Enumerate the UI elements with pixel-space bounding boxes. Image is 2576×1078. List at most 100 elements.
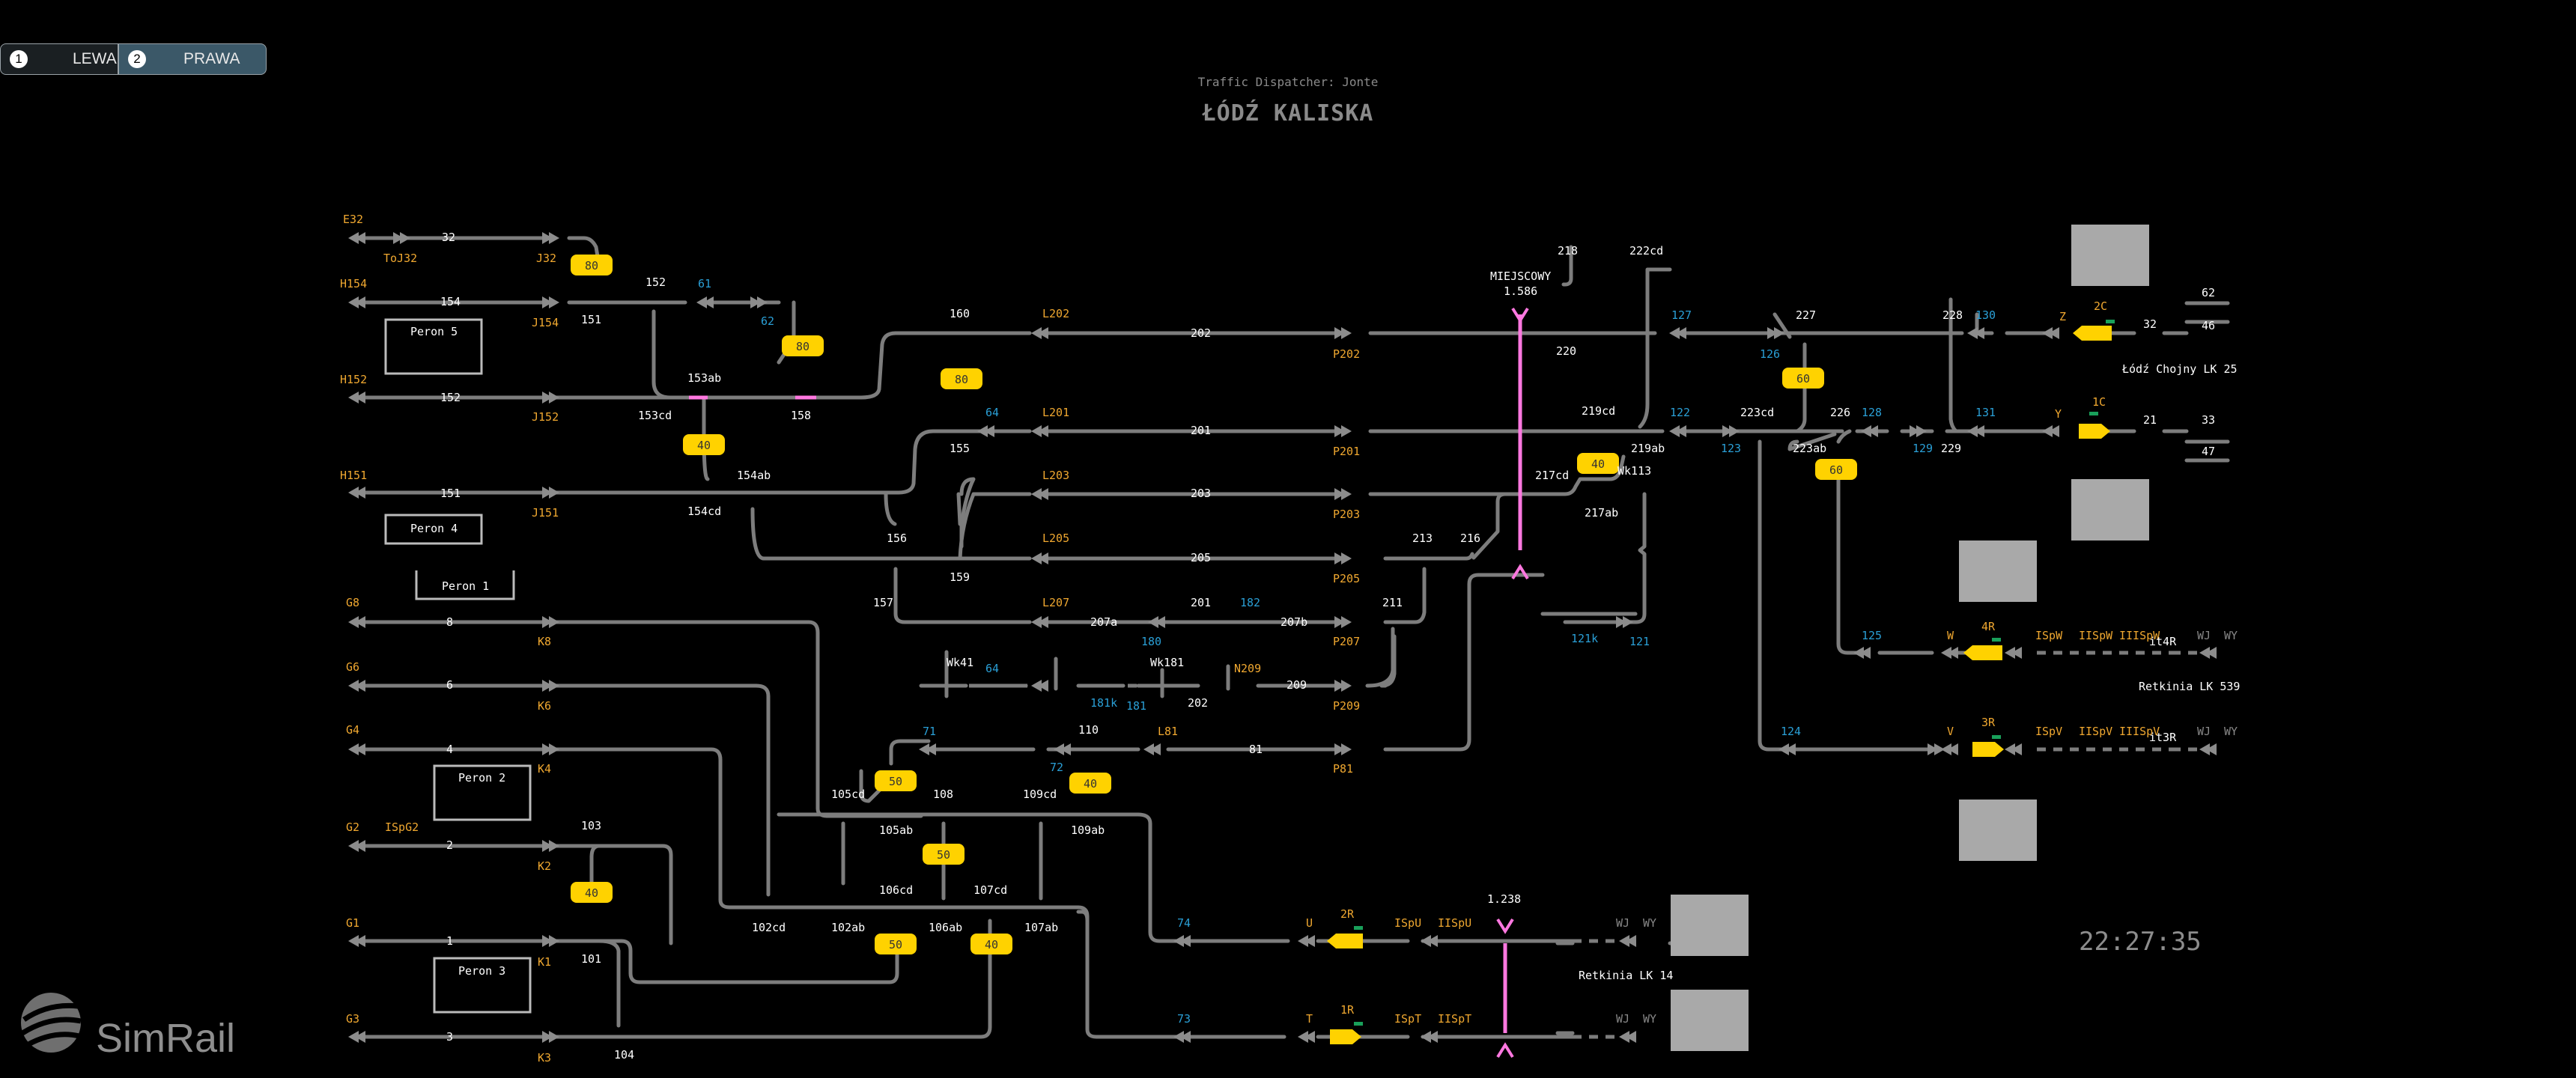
track-label: 209 (1287, 678, 1307, 692)
track-label: L81 (1158, 725, 1178, 738)
track-label: K8 (538, 635, 551, 648)
track-label: J151 (532, 506, 559, 520)
track-label: 154ab (737, 469, 771, 482)
track-label: 101 (581, 952, 601, 966)
track-label: 152 (440, 391, 461, 404)
track-label: V (1947, 725, 1954, 738)
track-label: 202 (1188, 696, 1208, 710)
track-label: IISpW (2079, 629, 2113, 642)
track-label: IISpU (1438, 916, 1471, 930)
speed-limit-badge: 40 (970, 934, 1012, 954)
track-label: E32 (343, 213, 363, 226)
track-label: 106cd (879, 883, 913, 897)
speed-limit-value: 40 (585, 886, 598, 900)
speed-limit-badge: 50 (875, 934, 917, 954)
track-label: 201 (1191, 424, 1211, 437)
tab-lewa[interactable]: 1 LEWA (0, 43, 118, 75)
track-label: ISpG2 (385, 820, 419, 834)
track-label: 156 (887, 532, 907, 545)
track-label: WY (1643, 916, 1656, 930)
line-labels: Łódź Chojny LK 25 Retkinia LK 539 Retkin… (1579, 362, 2240, 982)
track-label: 1C (2092, 395, 2106, 409)
track-label: H152 (340, 373, 367, 386)
tab-prawa[interactable]: 2 PRAWA (118, 43, 267, 75)
train-arrow-2R (1327, 926, 1363, 948)
track-label: 105cd (831, 788, 865, 801)
track-label: 122 (1670, 406, 1690, 419)
track-label: 203 (1191, 487, 1211, 500)
track-label: L205 (1042, 532, 1069, 545)
line-label-lk14: Retkinia LK 14 (1579, 969, 1673, 982)
track-label: 121k (1571, 632, 1598, 645)
track-label: Wk41 (947, 656, 973, 669)
track-label: 102cd (752, 921, 786, 934)
track-label: J152 (532, 410, 559, 424)
track-label: P202 (1333, 347, 1360, 361)
track-label: IIISpW (2119, 629, 2160, 642)
km-marker-value: 1.238 (1487, 892, 1521, 906)
train-arrow-3R (1972, 735, 2004, 757)
track-label: 159 (950, 570, 970, 584)
track-label: 2R (1340, 907, 1355, 921)
simrail-logo-text: SimRail (96, 1016, 236, 1061)
track-label: 218 (1558, 244, 1578, 258)
track-label: 229 (1941, 442, 1961, 455)
track-label: P81 (1333, 762, 1353, 776)
track-label: P205 (1333, 572, 1360, 585)
track-label: 4 (446, 743, 453, 756)
track-label: 182 (1240, 596, 1260, 609)
track-label: H154 (340, 277, 367, 290)
track-label: L202 (1042, 307, 1069, 320)
track-label: 102ab (831, 921, 865, 934)
track-label: U (1306, 916, 1313, 930)
track-label: J154 (532, 316, 559, 329)
track-label: 72 (1050, 761, 1063, 774)
speed-limit-value: 50 (889, 775, 902, 788)
track-label: G8 (346, 596, 359, 609)
track-label: K6 (538, 699, 551, 713)
speed-limit-badge: 80 (782, 335, 824, 356)
track-label: 1 (446, 934, 453, 948)
track-label: WJ (2197, 629, 2211, 642)
track-label: 46 (2202, 319, 2215, 332)
track-label: 180 (1141, 635, 1161, 648)
platform-label-5: Peron 5 (410, 325, 458, 338)
track-label: 220 (1556, 344, 1576, 358)
track-label: 201 (1191, 596, 1211, 609)
track-label: 219ab (1631, 442, 1665, 455)
km-marker-value: 1.586 (1504, 284, 1537, 298)
track-label: 8 (446, 615, 453, 629)
track-label: 109ab (1071, 823, 1105, 837)
track-label: 216 (1460, 532, 1480, 545)
track-label: 110 (1078, 723, 1099, 737)
platform-label-3: Peron 3 (458, 964, 505, 978)
speed-limit-value: 40 (697, 439, 711, 452)
track-label: 153cd (638, 409, 672, 422)
track-label: P201 (1333, 445, 1360, 458)
speed-limit-badge: 80 (571, 255, 613, 275)
speed-limit-value: 60 (1796, 372, 1810, 386)
km-post-markers (1496, 307, 1529, 1059)
track-label: 129 (1913, 442, 1933, 455)
speed-limit-badge: 40 (571, 882, 613, 903)
speed-limit-value: 80 (955, 373, 968, 386)
track-label: W (1947, 629, 1954, 642)
platform-label-2: Peron 2 (458, 771, 505, 785)
track-label: 3R (1981, 716, 1996, 729)
track-label: WJ (1616, 1012, 1629, 1026)
track-label: 107ab (1024, 921, 1058, 934)
track-label: 217ab (1585, 506, 1618, 520)
track-label: G1 (346, 916, 359, 930)
track-label: P209 (1333, 699, 1360, 713)
km-markers: MIEJSCOWY 1.586 1.238 (1487, 270, 1551, 906)
track-label: 125 (1862, 629, 1882, 642)
track-label: 213 (1412, 532, 1433, 545)
track-label: ISpT (1394, 1012, 1421, 1026)
track-label: 121 (1629, 635, 1650, 648)
track-label: 108 (933, 788, 953, 801)
track-label: G2 (346, 820, 359, 834)
speed-limit-badge: 50 (875, 770, 917, 791)
track-label: 127 (1671, 308, 1692, 322)
track-label: K2 (538, 859, 551, 873)
